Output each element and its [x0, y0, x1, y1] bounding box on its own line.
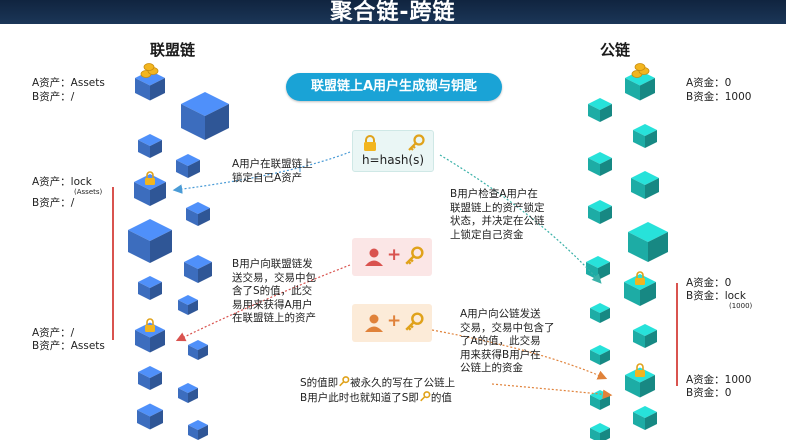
left-block-9	[178, 295, 198, 315]
user-icon	[365, 248, 383, 266]
left-block-11	[188, 340, 208, 360]
left-state2-b: B资产：/	[32, 197, 75, 209]
right-block-9	[590, 303, 610, 323]
left-block-14	[137, 403, 163, 430]
left-chain-heading: 联盟链	[150, 41, 196, 59]
right-state2-b: B资金：lock	[686, 290, 746, 302]
coins-icon	[631, 63, 650, 78]
note-s-value: S的值即被永久的写在了公链上 B用户此时也就知道了S即的值	[300, 376, 456, 404]
left-state2-a-sub: (Assets)	[74, 188, 103, 196]
right-state3-b: B资金：0	[686, 387, 732, 399]
right-lock-span-line	[676, 283, 678, 386]
arrow-s-note-to-right-chain	[491, 383, 613, 400]
left-block-6	[128, 219, 172, 263]
lock-icon	[145, 171, 155, 185]
right-state2-a: A资金：0	[686, 277, 732, 289]
plus-icon: +	[387, 245, 402, 265]
right-state3-a: A资金：1000	[686, 374, 752, 386]
right-block-15	[590, 423, 610, 440]
right-block-4	[631, 171, 659, 199]
left-block-13	[178, 383, 198, 403]
user-icon	[365, 314, 383, 332]
lock-icon	[145, 318, 155, 332]
lock-icon	[635, 363, 645, 377]
left-state2-a: A资产：lock	[32, 176, 92, 188]
left-state1-a: A资产：Assets	[32, 77, 105, 89]
left-block-5	[186, 202, 210, 226]
right-block-1	[588, 98, 612, 122]
left-state3-b: B资产：Assets	[32, 340, 105, 352]
left-lock-span-line	[112, 187, 114, 340]
arrow-b-send-to-left-chain	[175, 264, 351, 342]
right-block-5	[588, 200, 612, 224]
plus-icon: +	[387, 311, 402, 331]
right-state1-a: A资金：0	[686, 77, 732, 89]
right-block-10	[633, 324, 657, 348]
right-block-6	[628, 222, 668, 262]
right-block-14	[633, 406, 657, 430]
title-banner: 聚合链-跨链	[0, 0, 786, 25]
left-block-15	[188, 420, 208, 440]
left-block-2	[138, 134, 162, 158]
arrow-lock-to-left-chain	[172, 151, 351, 194]
coins-icon	[140, 63, 159, 78]
left-block-4	[134, 174, 166, 206]
right-block-11	[590, 345, 610, 365]
b-key-card: +	[352, 238, 432, 276]
lock-icon	[635, 271, 645, 285]
left-block-7	[184, 255, 212, 283]
right-block-2	[633, 124, 657, 148]
note-a-send: A用户向公链发送 交易，交易中包含了 了A的值，此交易 用来获得B用户在 公链上…	[460, 308, 555, 374]
left-state3-a: A资产：/	[32, 327, 75, 339]
note-b-check: B用户检查A用户在 联盟链上的资产锁定 状态，并决定在公链 上锁定自己资金	[450, 188, 545, 241]
left-block-8	[138, 276, 162, 300]
right-block-7	[586, 256, 610, 280]
step-title-pill: 联盟链上A用户生成锁与钥匙	[286, 73, 502, 101]
hash-formula: h=hash(s)	[361, 153, 425, 167]
arrow-check-to-right-chain	[439, 154, 602, 284]
right-state1-b: B资金：1000	[686, 91, 752, 103]
a-key-card: +	[352, 304, 432, 342]
left-block-1	[181, 92, 229, 140]
key-icon	[339, 376, 350, 387]
lock-icon	[364, 135, 376, 151]
right-state2-b-sub: (1000)	[729, 302, 753, 310]
right-chain-heading: 公链	[600, 41, 631, 59]
key-icon	[405, 312, 424, 331]
key-icon	[405, 246, 424, 265]
left-block-3	[176, 154, 200, 178]
arrow-a-send-to-right-chain	[431, 329, 608, 380]
right-block-3	[588, 152, 612, 176]
note-b-send: B用户向联盟链发 送交易，交易中包 含了S的值，此交 易用来获得A用户 在联盟链…	[232, 258, 316, 324]
key-icon	[420, 390, 431, 401]
key-icon	[408, 134, 425, 151]
page-title: 聚合链-跨链	[330, 0, 456, 25]
note-a-lock: A用户在联盟链上 锁定自己A资产	[232, 158, 313, 184]
hash-card: h=hash(s)	[352, 130, 434, 172]
left-block-12	[138, 366, 162, 390]
left-state1-b: B资产：/	[32, 91, 75, 103]
